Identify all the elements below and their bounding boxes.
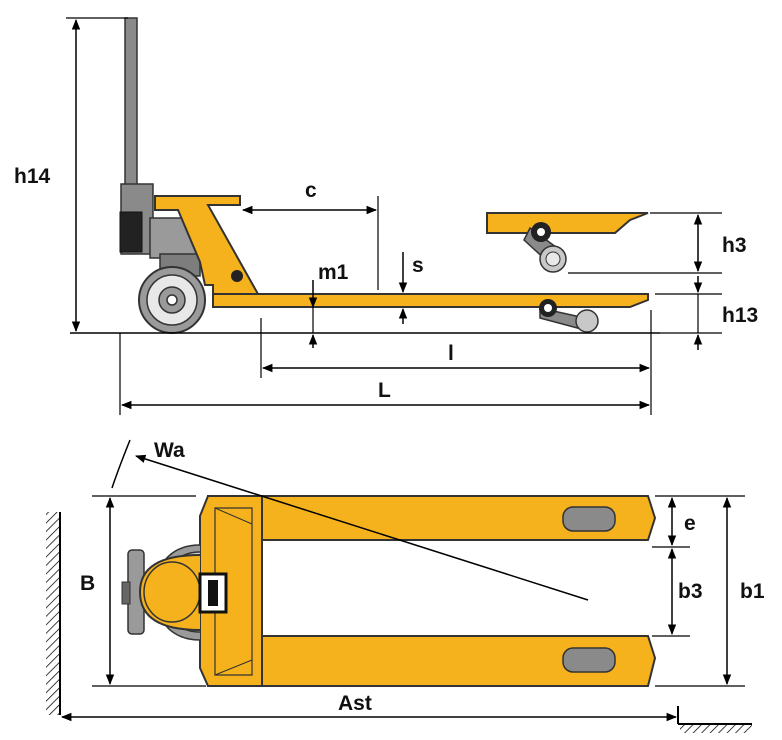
label-l: l: [448, 342, 454, 365]
top-view: Wa B e b3 b1 Ast: [46, 439, 765, 733]
side-view: h14 c m1 s h3 h13 l L: [14, 17, 758, 415]
label-b1: b1: [740, 580, 765, 603]
side-fork: [212, 293, 649, 308]
label-c: c: [305, 179, 317, 202]
chassis-pivot: [231, 270, 243, 282]
label-e: e: [684, 512, 696, 535]
label-B: B: [80, 572, 95, 595]
load-roller-pivot-inner: [544, 304, 552, 312]
label-L: L: [378, 379, 391, 402]
raised-roller-pivot-inner: [537, 228, 545, 236]
raised-roller-inner: [545, 251, 561, 267]
pump-block: [119, 211, 143, 253]
handle-bar: [124, 17, 138, 201]
label-b3: b3: [678, 580, 703, 603]
steering-wheel-axle: [166, 294, 178, 306]
label-h3: h3: [722, 234, 747, 257]
wa-line: [134, 454, 589, 601]
raised-fork: [486, 212, 649, 234]
label-h14: h14: [14, 165, 51, 188]
label-Wa: Wa: [154, 439, 185, 462]
top-handle-center: [143, 561, 201, 623]
top-chassis-inner: [214, 507, 253, 676]
wall-hatch: [46, 512, 59, 715]
label-s: s: [412, 254, 424, 277]
label-h13: h13: [722, 304, 758, 327]
top-fork-lower-roller: [562, 647, 616, 673]
top-steering-axle: [121, 581, 131, 605]
label-m1: m1: [318, 261, 349, 284]
chassis-head: [154, 195, 260, 295]
load-roller: [575, 309, 599, 333]
wa-arc: [111, 439, 131, 489]
top-fork-upper-roller: [562, 506, 616, 532]
corner-wall-hatch: [680, 725, 752, 733]
label-Ast: Ast: [338, 692, 372, 715]
